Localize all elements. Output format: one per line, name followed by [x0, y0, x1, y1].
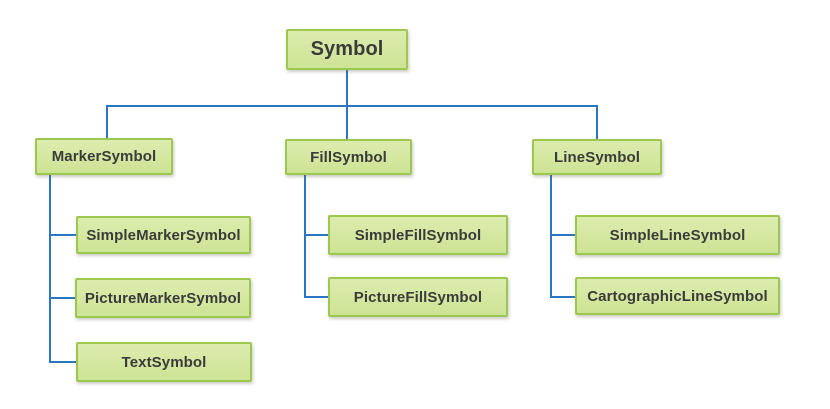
node-picturemarkersymbol: PictureMarkerSymbol: [75, 278, 251, 318]
connector-line-trunk: [550, 175, 552, 297]
node-simplemarkersymbol: SimpleMarkerSymbol: [76, 216, 251, 254]
connector-marker-trunk: [49, 175, 51, 363]
node-markersymbol: MarkerSymbol: [35, 138, 173, 175]
node-linesymbol: LineSymbol: [532, 139, 662, 175]
node-simplelinesymbol: SimpleLineSymbol: [575, 215, 780, 255]
connector-textsymbol-stub: [49, 361, 77, 363]
node-textsymbol: TextSymbol: [76, 342, 252, 382]
node-picturefillsymbol: PictureFillSymbol: [328, 277, 508, 317]
connector-line-drop: [596, 105, 598, 140]
connector-picturemarker-stub: [49, 297, 77, 299]
connector-root-vertical: [346, 70, 348, 106]
connector-fill-drop: [346, 105, 348, 140]
node-simplefillsymbol: SimpleFillSymbol: [328, 215, 508, 255]
connector-picturefill-stub: [304, 296, 329, 298]
connector-marker-drop: [106, 105, 108, 139]
node-cartographiclinesymbol: CartographicLineSymbol: [575, 277, 780, 315]
connector-simpleline-stub: [550, 234, 576, 236]
connector-main-horizontal: [106, 105, 598, 107]
node-fillsymbol: FillSymbol: [285, 139, 412, 175]
node-symbol: Symbol: [286, 29, 408, 70]
connector-fill-trunk: [304, 175, 306, 297]
connector-simplemarker-stub: [49, 234, 77, 236]
connector-simplefill-stub: [304, 234, 329, 236]
connector-cartographicline-stub: [550, 296, 576, 298]
